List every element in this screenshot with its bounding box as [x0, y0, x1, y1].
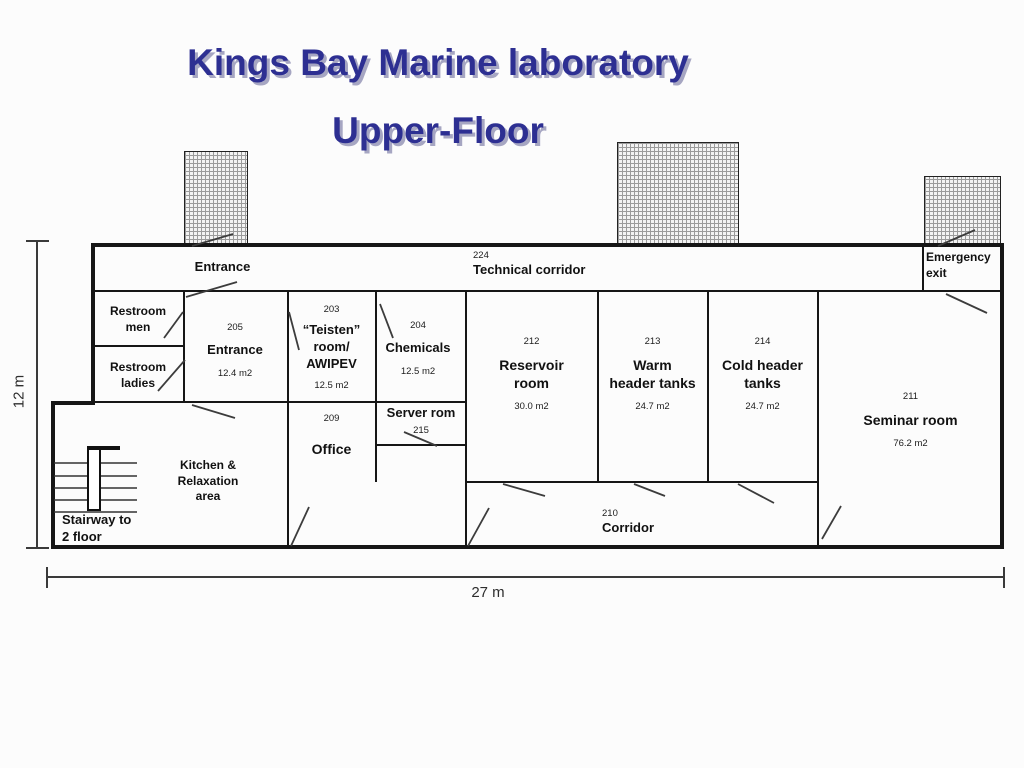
door-swing-line	[191, 404, 236, 419]
room-teisten-203-label: 203 “Teisten” room/ AWIPEV 12.5 m2	[289, 304, 374, 391]
wall-server-bottom	[375, 444, 467, 446]
wall-seminar-left	[817, 290, 819, 547]
wall-reservoir-right	[597, 290, 599, 483]
wall-chemicals-right	[465, 290, 467, 547]
room-number: 204	[410, 320, 426, 331]
room-name: Corridor	[602, 520, 654, 535]
room-number: 212	[523, 336, 540, 347]
wall-outer-right	[1000, 243, 1004, 549]
entry-platform-hatch-left	[184, 151, 248, 245]
room-number: 224	[473, 250, 489, 261]
door-swing-line	[633, 483, 666, 497]
door-swing-line	[502, 483, 546, 497]
room-number: 211	[902, 391, 919, 402]
wall-warm-right	[707, 290, 709, 483]
room-name: Cold header tanks	[722, 357, 803, 392]
door-swing-line	[821, 505, 842, 540]
room-name: Technical corridor	[473, 262, 586, 277]
entry-platform-hatch-right	[924, 176, 1001, 245]
room-restroom-ladies-label: Restroom ladies	[94, 360, 182, 391]
room-office-209-label: 209 Office	[289, 413, 374, 458]
wall-emergency-exit-left	[922, 245, 924, 291]
room-entrance-205-label: 205 Entrance 12.4 m2	[185, 322, 285, 379]
room-cold-header-214-label: 214 Cold header tanks 24.7 m2	[709, 336, 816, 412]
page-title: Kings Bay Marine laboratory	[187, 42, 689, 83]
wall-restroom-divider	[93, 345, 184, 347]
room-number: 209	[323, 413, 340, 424]
room-number: 205	[227, 322, 243, 333]
room-name: “Teisten” room/ AWIPEV	[302, 322, 361, 371]
room-warm-header-213-label: 213 Warm header tanks 24.7 m2	[599, 336, 706, 412]
room-number: 203	[323, 304, 340, 315]
stair-handrail-cap	[87, 446, 120, 450]
width-dimension-label: 27 m	[471, 584, 505, 601]
room-area: 12.5 m2	[314, 379, 349, 391]
wall-corridor-bottom	[93, 290, 1004, 292]
room-area: 24.7 m2	[745, 401, 780, 413]
room-name: Seminar room	[863, 412, 958, 428]
wall-outer-top	[91, 243, 1004, 247]
room-name: Kitchen & Relaxation area	[177, 458, 239, 504]
door-swing-line	[945, 293, 988, 314]
room-area: 12.5 m2	[400, 365, 436, 377]
stairway-label: Stairway to 2 floor	[62, 512, 131, 546]
room-area: 76.2 m2	[893, 438, 928, 450]
door-swing-line	[737, 483, 775, 504]
room-name: Warm header tanks	[609, 357, 696, 392]
entry-platform-hatch-middle	[617, 142, 739, 245]
room-technical-corridor-label: 224 Technical corridor	[473, 250, 585, 279]
wall-teisten-right	[375, 290, 377, 482]
wall-kitchen-top	[95, 401, 467, 403]
room-area: 12.4 m2	[217, 367, 253, 379]
wall-outer-step	[51, 401, 95, 405]
room-restroom-men-label: Restroom men	[94, 304, 182, 335]
wall-restrooms-right	[183, 290, 185, 403]
room-kitchen-label: Kitchen & Relaxation area	[143, 458, 273, 505]
wall-outer-bottom	[51, 545, 1004, 549]
wall-outer-left-upper	[91, 243, 95, 405]
wall-corridor-main-top	[465, 481, 819, 483]
room-seminar-211-label: 211 Seminar room 76.2 m2	[819, 391, 1002, 449]
room-reservoir-212-label: 212 Reservoir room 30.0 m2	[467, 336, 596, 412]
room-name: Reservoir room	[499, 357, 564, 392]
room-number: 215	[413, 424, 429, 436]
room-number: 213	[644, 336, 661, 347]
room-corridor-210-label: 210 Corridor	[602, 508, 654, 537]
room-area: 30.0 m2	[514, 401, 549, 413]
room-name: Emergency exit	[926, 250, 991, 280]
wall-office-left	[287, 290, 289, 547]
room-name: Office	[311, 441, 352, 457]
height-dimension-label: 12 m	[10, 374, 28, 409]
room-name: Chemicals	[385, 340, 451, 355]
room-server-215-label: Server rom 215	[377, 405, 465, 436]
wall-outer-left-lower	[51, 401, 55, 549]
page-subtitle: Upper-Floor	[332, 110, 544, 151]
room-name: Entrance	[207, 342, 263, 357]
room-name: Restroom men	[109, 304, 166, 334]
room-area: 24.7 m2	[635, 401, 670, 413]
door-swing-line	[290, 506, 310, 547]
stair-flight	[87, 447, 101, 511]
room-number: 214	[754, 336, 771, 347]
room-number: 210	[602, 508, 618, 519]
room-name: Stairway to 2 floor	[62, 512, 132, 544]
door-swing-line	[467, 507, 490, 547]
corridor-entrance-label: Entrance	[170, 259, 275, 276]
room-emergency-exit-label: Emergency exit	[926, 250, 991, 281]
room-name: Restroom ladies	[109, 360, 166, 390]
room-chemicals-204-label: 204 Chemicals 12.5 m2	[375, 320, 461, 377]
room-name: Entrance	[194, 259, 251, 274]
room-name: Server rom	[386, 405, 456, 420]
